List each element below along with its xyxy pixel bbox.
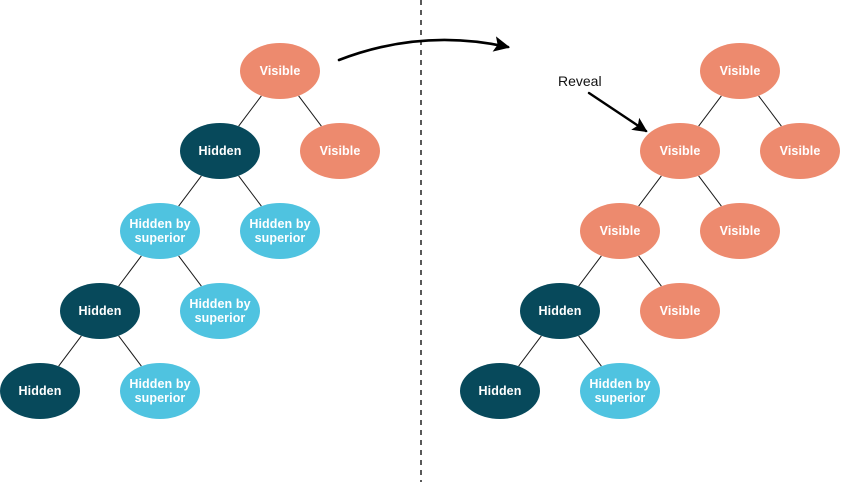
reveal-label: Reveal	[558, 73, 602, 89]
tree-edge	[758, 95, 782, 127]
tree-edge	[178, 255, 202, 287]
reveal-arrow-icon	[587, 91, 648, 133]
tree-node-visible[interactable]: Visible	[760, 123, 840, 179]
tree-edge	[518, 335, 542, 367]
tree-edge	[638, 175, 662, 207]
tree-node-visible[interactable]: Visible	[640, 123, 720, 179]
tree-edge	[58, 335, 82, 367]
tree-edges	[58, 95, 782, 367]
tree-edge	[118, 255, 142, 287]
tree-node-hidden-by-superior[interactable]: Hidden by superior	[180, 283, 260, 339]
tree-node-hidden-by-superior[interactable]: Hidden by superior	[120, 203, 200, 259]
tree-node-hidden-by-superior[interactable]: Hidden by superior	[120, 363, 200, 419]
tree-edge	[178, 175, 202, 207]
tree-edge	[578, 255, 602, 287]
tree-edge	[118, 335, 142, 367]
tree-edge	[698, 175, 722, 207]
tree-node-visible[interactable]: Visible	[640, 283, 720, 339]
tree-node-hidden[interactable]: Hidden	[460, 363, 540, 419]
tree-edge	[698, 95, 722, 127]
tree-node-hidden[interactable]: Hidden	[180, 123, 260, 179]
tree-node-hidden-by-superior[interactable]: Hidden by superior	[580, 363, 660, 419]
tree-node-visible[interactable]: Visible	[240, 43, 320, 99]
tree-node-visible[interactable]: Visible	[580, 203, 660, 259]
tree-node-visible[interactable]: Visible	[700, 203, 780, 259]
tree-edge	[578, 335, 602, 367]
tree-node-hidden[interactable]: Hidden	[0, 363, 80, 419]
tree-edge	[638, 255, 662, 287]
tree-node-hidden-by-superior[interactable]: Hidden by superior	[240, 203, 320, 259]
tree-node-hidden[interactable]: Hidden	[520, 283, 600, 339]
tree-node-hidden[interactable]: Hidden	[60, 283, 140, 339]
tree-node-visible[interactable]: Visible	[700, 43, 780, 99]
tree-edge	[238, 175, 262, 207]
transition-arrow-icon	[337, 36, 511, 62]
tree-node-visible[interactable]: Visible	[300, 123, 380, 179]
tree-edge	[298, 95, 322, 127]
tree-edge	[238, 95, 262, 127]
